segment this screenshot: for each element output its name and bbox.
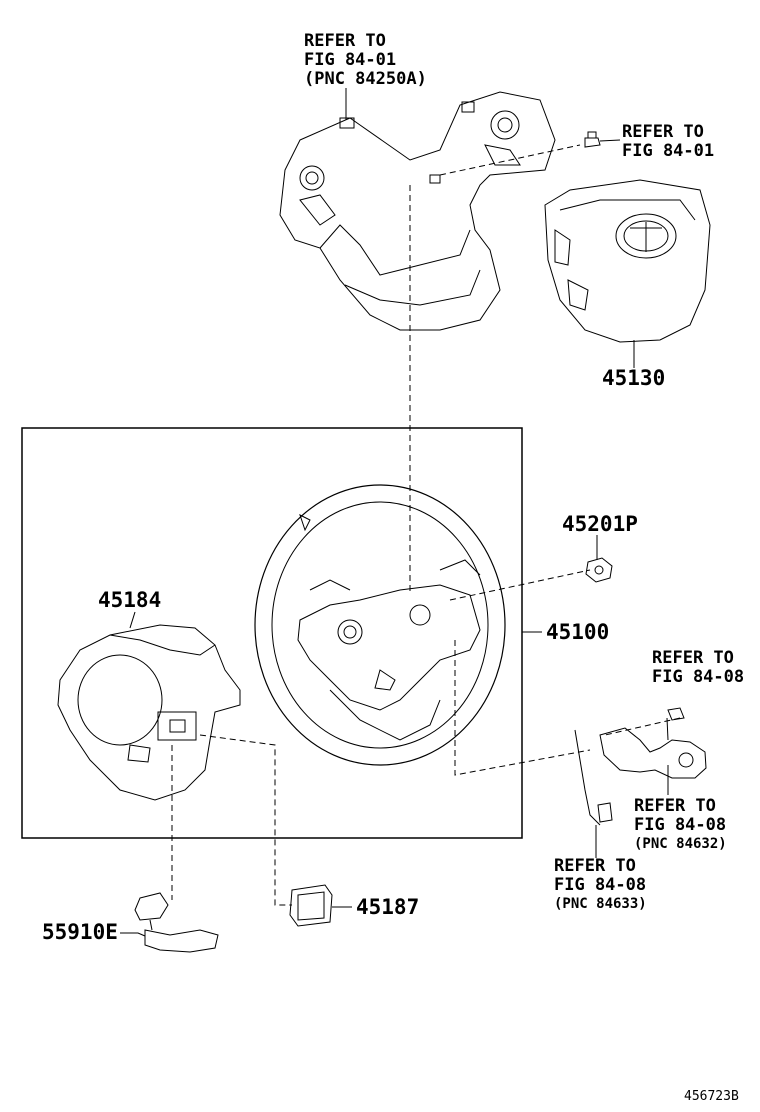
part-45201p: 45201P	[562, 512, 638, 536]
part-45187: 45187	[356, 895, 420, 919]
dashed-leaders	[171, 144, 681, 906]
part-45100: 45100	[546, 620, 610, 644]
ref-right-screw-line2: FIG 84-08	[652, 667, 745, 687]
switch-bezel-assembly	[279, 91, 556, 331]
ref-pnc84632-line1: REFER TO	[634, 796, 716, 816]
ref-pnc84632-line3: (PNC 84632)	[634, 836, 727, 852]
ref-top-screw-line2: FIG 84-01	[622, 141, 715, 161]
ref-pnc84633-line2: FIG 84-08	[554, 875, 647, 895]
screw-top	[584, 131, 601, 148]
ref-pnc84632-line2: FIG 84-08	[634, 815, 727, 835]
lower-cover	[57, 624, 241, 801]
airbag-cover	[544, 179, 711, 343]
assembly-frame	[21, 427, 523, 839]
part-45130: 45130	[602, 366, 666, 390]
ref-top-switch-line2: FIG 84-01	[304, 50, 397, 70]
ref-top-switch-line1: REFER TO	[304, 31, 386, 51]
part-45184: 45184	[98, 588, 162, 612]
ref-top-screw-line1: REFER TO	[622, 122, 704, 142]
ref-pnc84633-line3: (PNC 84633)	[554, 896, 647, 912]
connector-55910e	[134, 892, 219, 953]
solid-leaders	[120, 88, 669, 937]
switch-45187	[289, 884, 333, 927]
part-55910e: 55910E	[42, 920, 118, 944]
nut-45201p	[585, 557, 613, 583]
turn-switch-assembly	[574, 707, 707, 826]
steering-wheel	[254, 484, 506, 766]
ref-top-switch-line3: (PNC 84250A)	[304, 69, 427, 89]
ref-right-screw-line1: REFER TO	[652, 648, 734, 668]
ref-pnc84633-line1: REFER TO	[554, 856, 636, 876]
figure-id: 456723B	[684, 1089, 739, 1104]
